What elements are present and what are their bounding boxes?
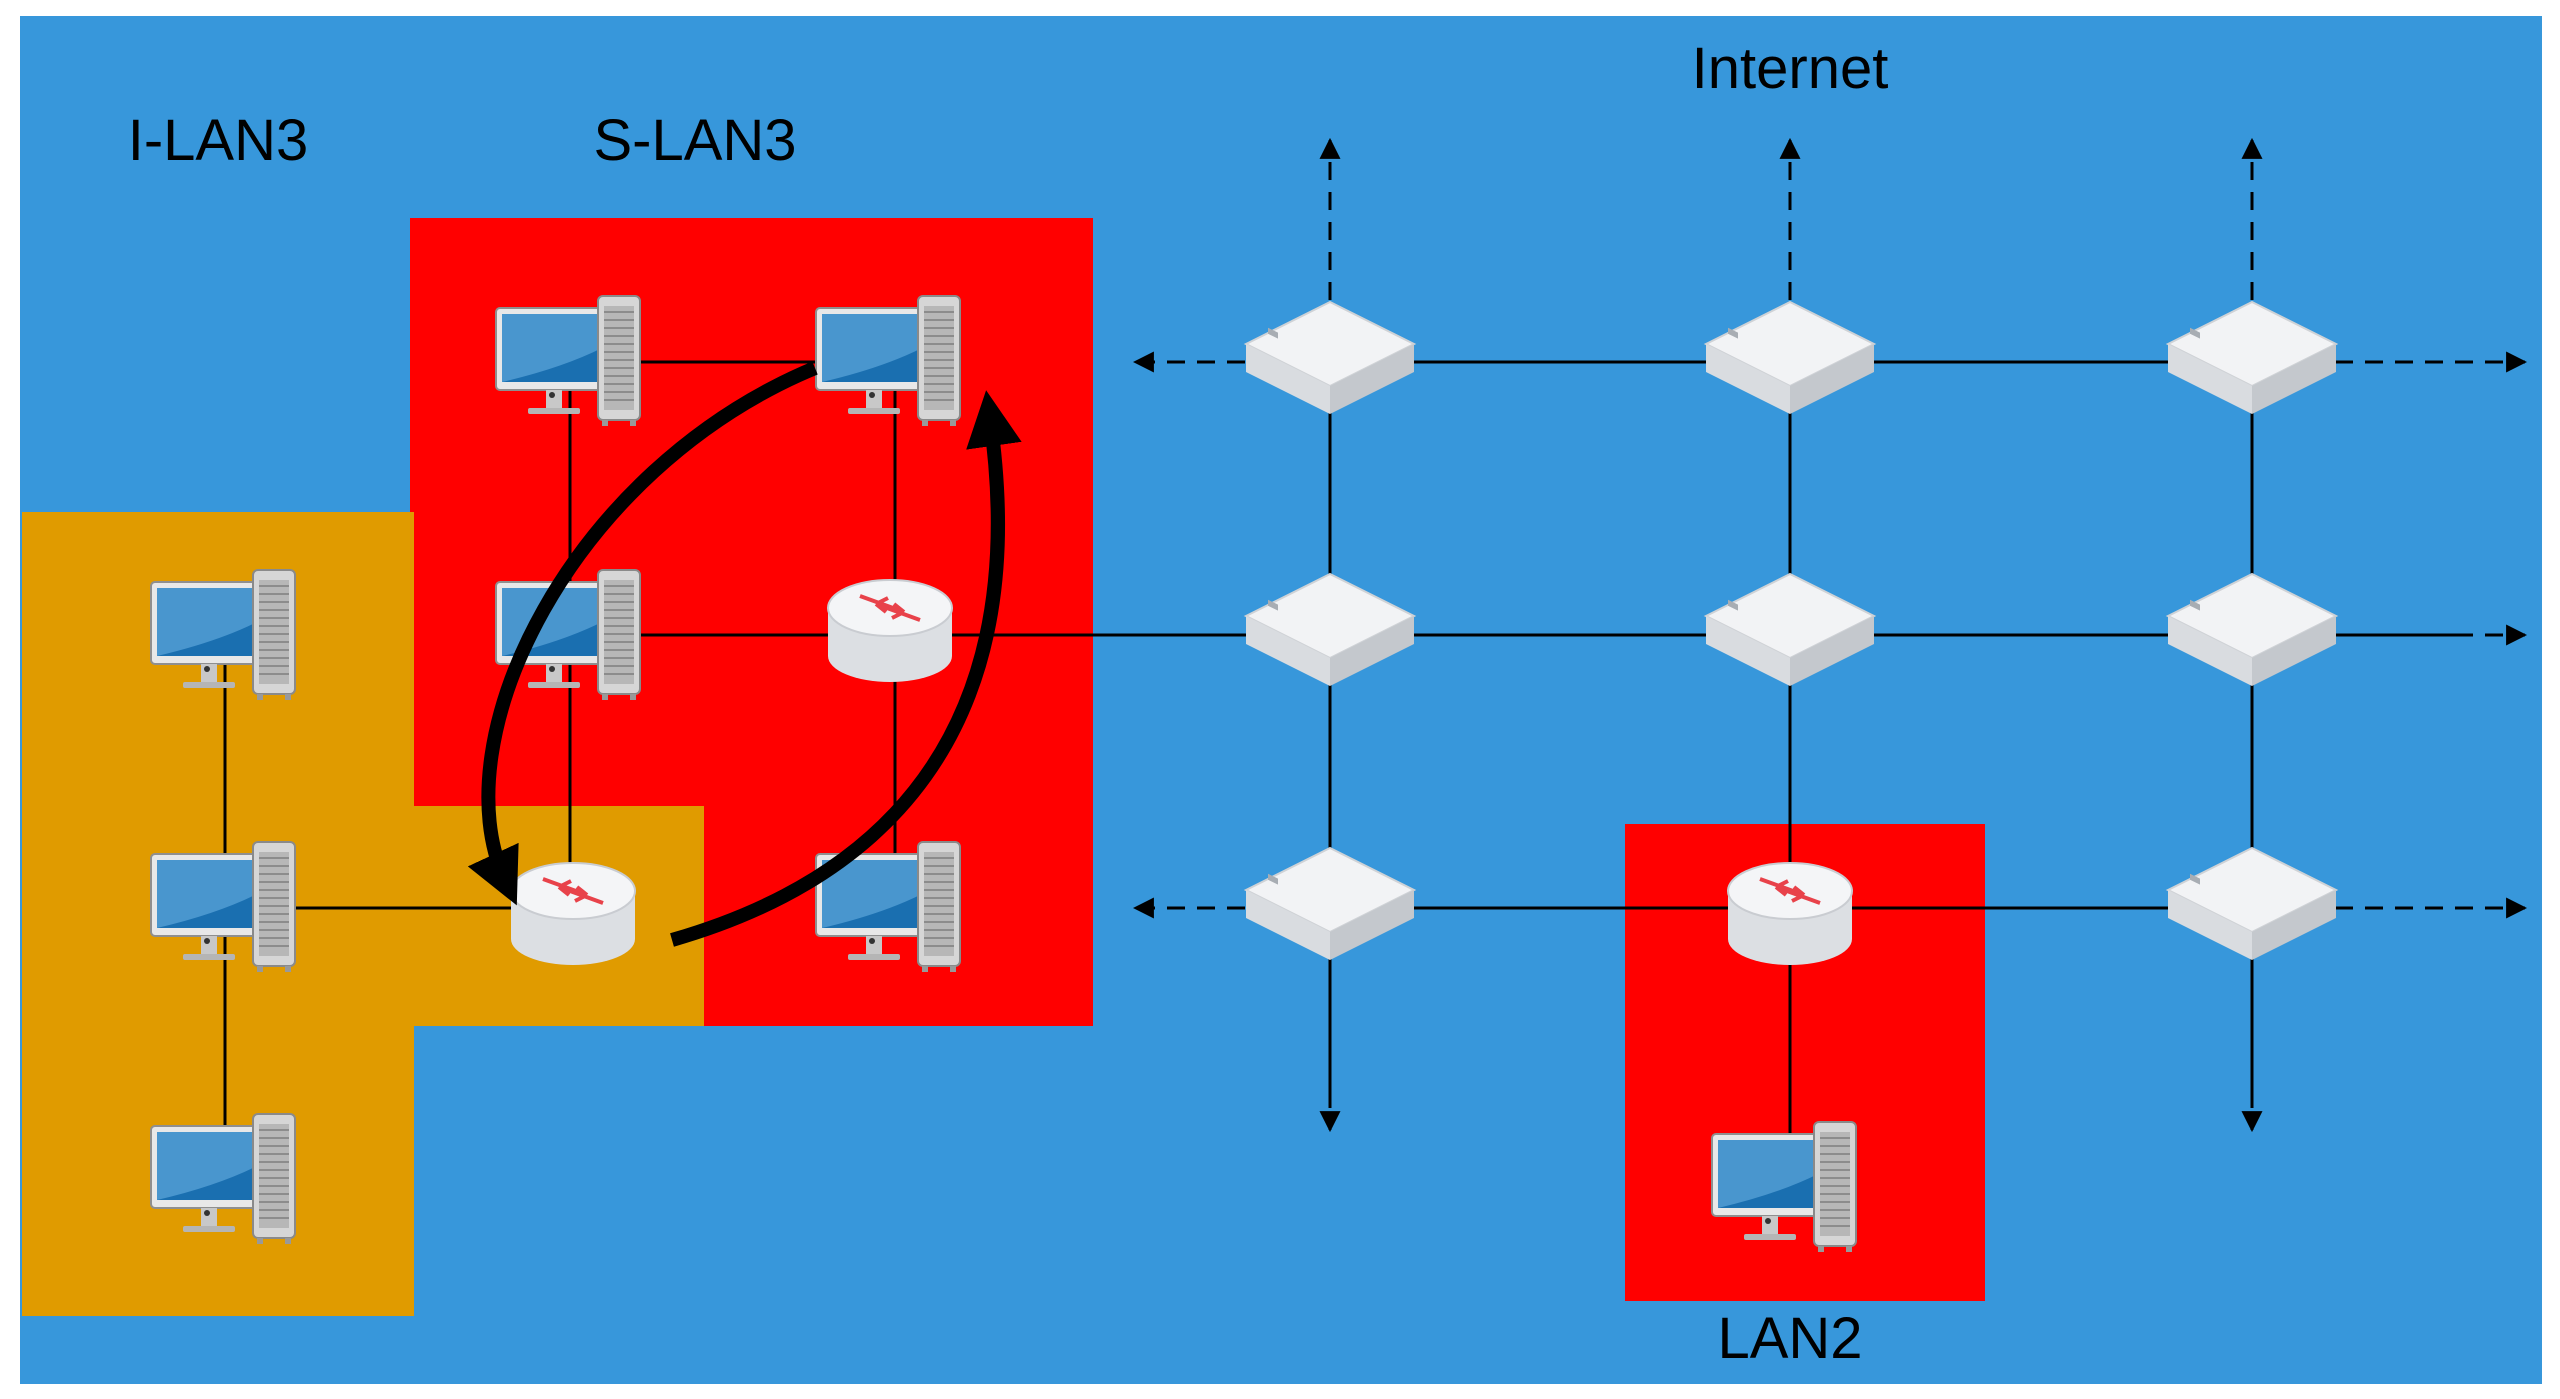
router-icon (1726, 861, 1854, 967)
traffic-arrow-right (670, 390, 1022, 947)
traffic-arrow-left (467, 361, 818, 906)
label-s-lan3: S-LAN3 (593, 108, 796, 173)
label-i-lan3: I-LAN3 (128, 108, 309, 173)
internet-arrows (1132, 137, 2528, 1133)
router-icon (509, 861, 637, 967)
router-icon (826, 578, 954, 684)
i-lan3-region (22, 512, 704, 1316)
label-internet: Internet (1692, 36, 1889, 101)
label-lan2: LAN2 (1717, 1306, 1862, 1371)
